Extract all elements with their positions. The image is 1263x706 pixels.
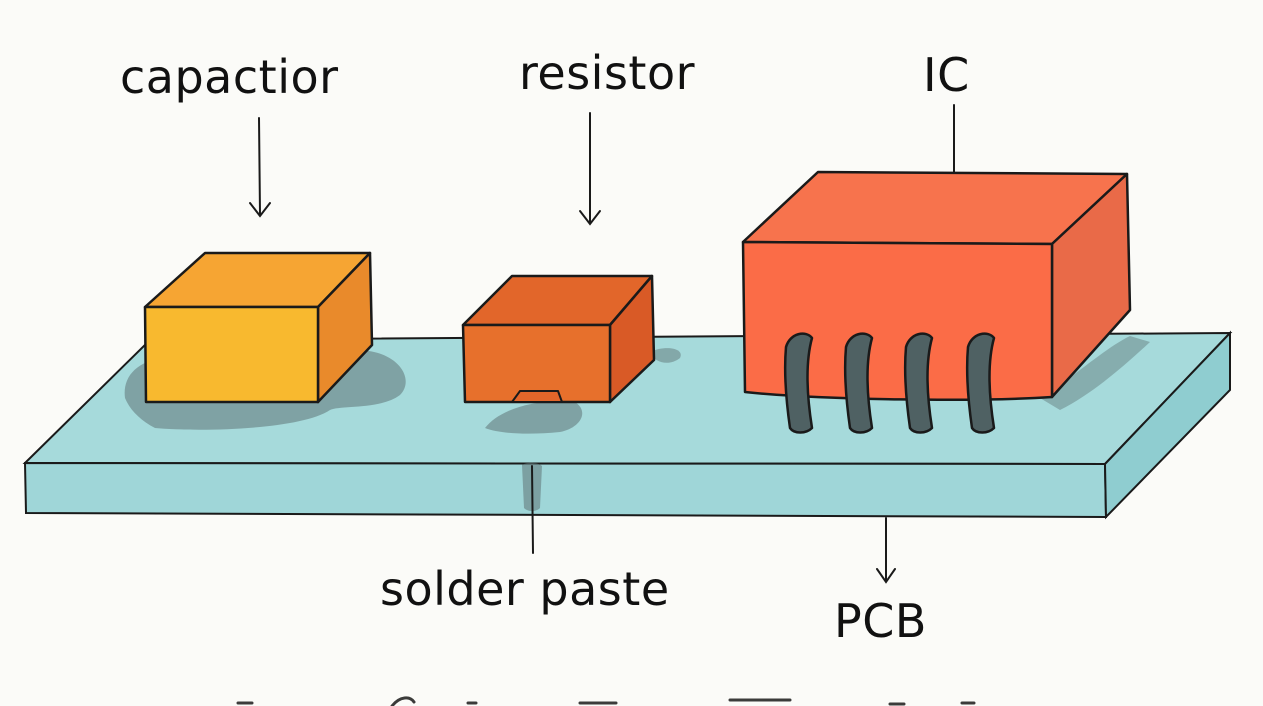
resistor-component — [461, 274, 656, 404]
ic-pin-1 — [783, 332, 814, 434]
resistor-front-face — [461, 323, 612, 404]
resistor-arrow — [579, 112, 601, 226]
ic-label: IC — [923, 48, 970, 102]
capacitor-front-face — [143, 305, 320, 404]
capacitor-label: capactior — [120, 50, 339, 104]
ic-pin-2 — [843, 332, 874, 434]
pcb-arrow — [876, 517, 896, 584]
solder-paste-blob-resistor — [485, 401, 583, 434]
resistor-label: resistor — [519, 46, 696, 100]
cropped-bottom-marks — [236, 696, 976, 706]
capacitor-component — [143, 251, 374, 404]
resistor-terminal — [511, 390, 563, 403]
solder-paste-blob-resistor-right — [650, 348, 681, 363]
solder-paste-blob-ic — [1040, 336, 1150, 410]
pcb-side-face — [1103, 330, 1231, 520]
ic-pins — [783, 332, 996, 434]
ic-pin-3 — [903, 332, 934, 434]
solder-paste-label: solder paste — [380, 562, 670, 616]
solder-paste-leader-line — [531, 465, 534, 554]
ic-component — [741, 170, 1132, 434]
pcb-label: PCB — [834, 594, 927, 648]
pcb-front-face — [23, 461, 1108, 519]
capacitor-arrow — [249, 117, 271, 218]
ic-pin-4 — [965, 332, 996, 434]
leader-lines — [249, 104, 955, 584]
